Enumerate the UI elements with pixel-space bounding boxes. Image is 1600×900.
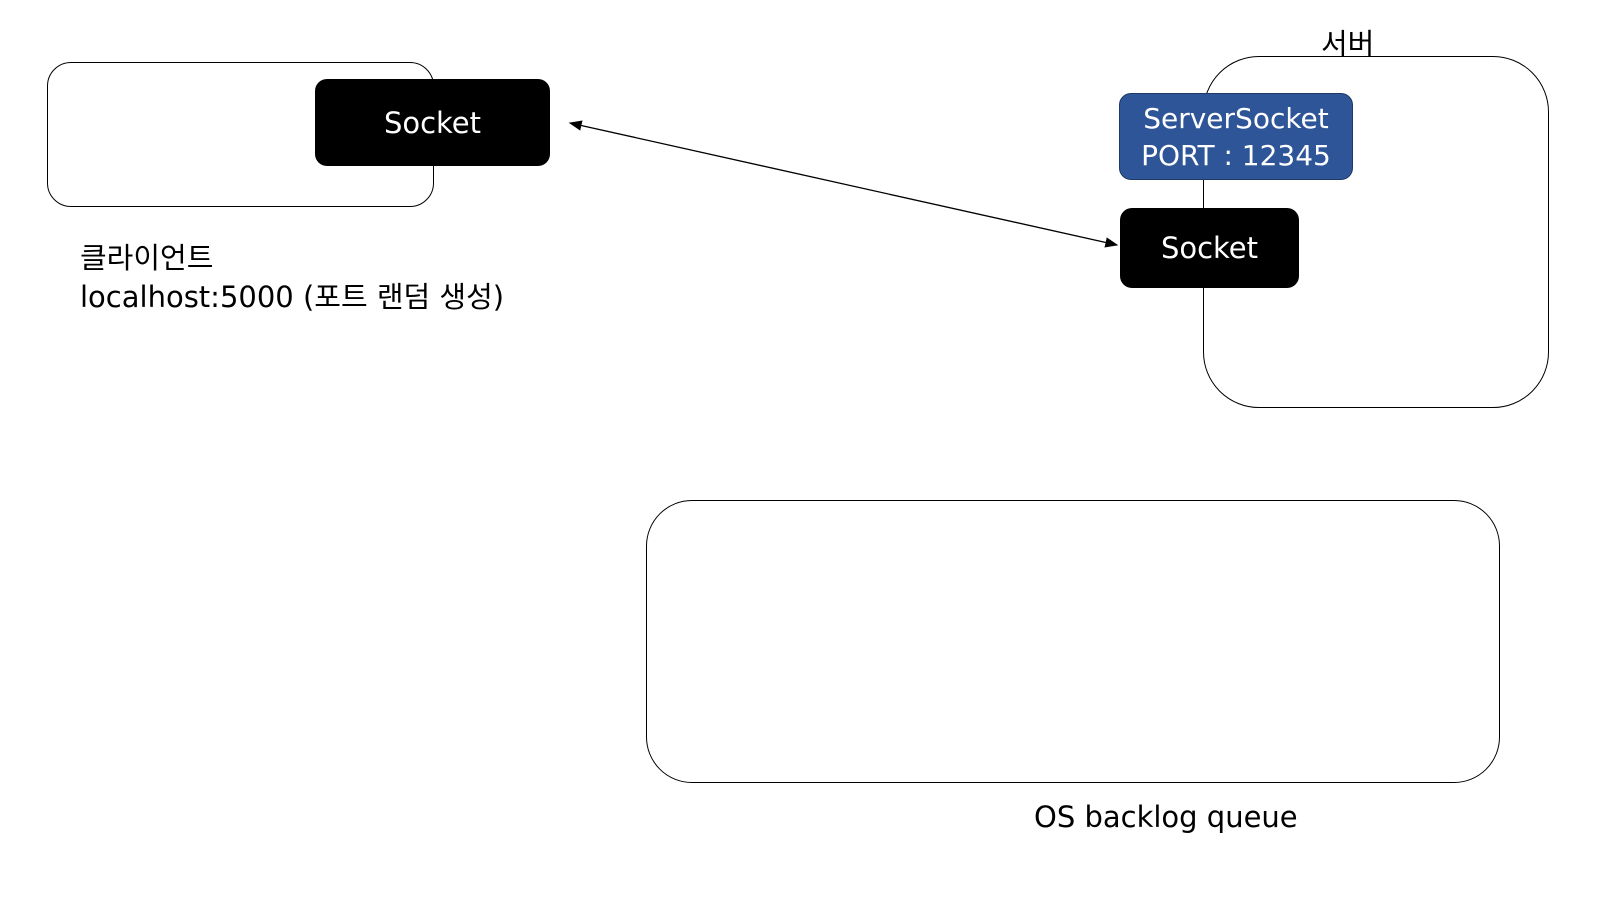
server-connection-socket: Socket — [1120, 208, 1299, 288]
backlog-queue-container — [646, 500, 1500, 783]
backlog-queue-label: OS backlog queue — [1034, 800, 1298, 834]
bidirectional-arrow — [568, 120, 1119, 248]
client-socket: Socket — [315, 79, 550, 166]
server-listen-socket: ServerSocket PORT : 12345 — [1119, 93, 1353, 180]
server-socket-name: ServerSocket — [1143, 101, 1329, 135]
server-socket-port: PORT : 12345 — [1141, 138, 1331, 172]
server-socket-label: Socket — [1160, 231, 1259, 265]
client-address: localhost:5000 (포트 랜덤 생성) — [80, 280, 505, 314]
server-title: 서버 — [1321, 27, 1375, 61]
client-socket-label: Socket — [383, 105, 482, 140]
client-title: 클라이언트 — [80, 241, 214, 275]
